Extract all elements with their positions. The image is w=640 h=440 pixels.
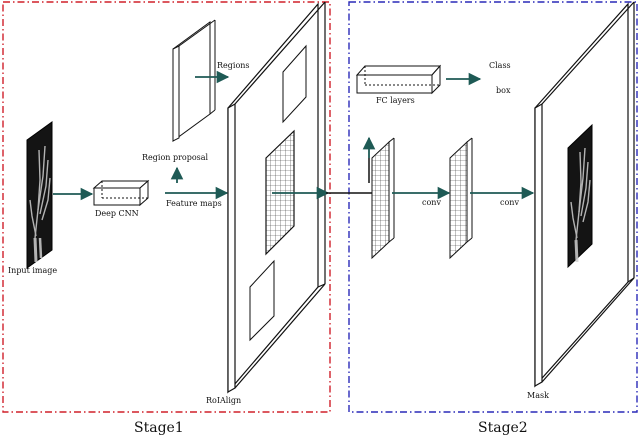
deep-cnn-label: Deep CNN [95, 209, 139, 218]
conv-slab-1 [371, 137, 395, 260]
stage1-box [2, 1, 331, 413]
regions-label: Regions [217, 61, 250, 70]
mask-xray-image [567, 123, 593, 269]
conv-label-2: conv [500, 198, 519, 207]
input-xray-image [26, 121, 53, 269]
box-label: box [496, 86, 511, 95]
roialign-label: RoIAlign [206, 396, 241, 405]
conv-slab-2 [449, 137, 473, 260]
conv-label-1: conv [422, 198, 441, 207]
regions-slab [172, 19, 216, 142]
deep-cnn-box [92, 179, 150, 207]
stage2-box [348, 1, 638, 413]
region-proposal-label: Region proposal [142, 153, 209, 162]
class-label: Class [489, 61, 511, 70]
stage2-label: Stage2 [478, 420, 528, 436]
feature-maps-label: Feature maps [166, 199, 222, 208]
input-image-label: Input image [8, 266, 57, 275]
fc-layers-box [355, 64, 442, 95]
roi-small-bottom [249, 259, 275, 342]
roi-small-top [282, 44, 307, 124]
fc-layers-label: FC layers [376, 96, 415, 105]
stage1-label: Stage1 [134, 420, 184, 436]
mask-label: Mask [527, 391, 549, 400]
